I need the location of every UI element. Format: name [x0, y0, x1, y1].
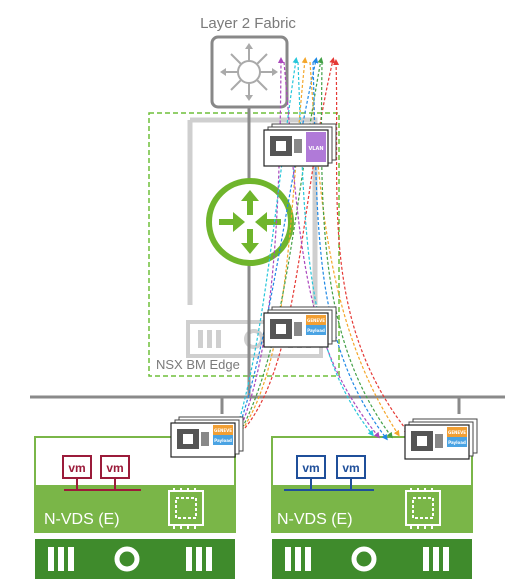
l2-switch-icon — [210, 35, 289, 109]
chip-icon — [168, 488, 204, 529]
host-1: vm vm N-VDS (E) — [34, 436, 236, 579]
flow-arrow — [237, 57, 284, 435]
flow-arrow — [312, 61, 388, 441]
vm-box: vm — [336, 455, 366, 479]
nic-card-geneve: GENEVE Payload — [263, 306, 337, 348]
nic-card-vlan: VLAN — [263, 123, 337, 167]
geneve-tag — [306, 315, 326, 325]
flow-arrow — [241, 57, 308, 431]
svg-text:vm: vm — [302, 461, 319, 475]
svg-text:Payload: Payload — [214, 438, 232, 443]
flow-arrow — [244, 57, 336, 429]
chip-icon — [405, 488, 441, 529]
fabric-label: Layer 2 Fabric — [200, 15, 296, 32]
svg-text:GENEVE: GENEVE — [214, 428, 232, 433]
flow-arrows — [233, 57, 410, 441]
svg-text:vm: vm — [68, 461, 85, 475]
flow-arrow — [333, 59, 410, 435]
host-1-nvds-label: N-VDS (E) — [44, 511, 120, 528]
vm-box: vm — [296, 455, 326, 479]
flow-arrow — [233, 57, 299, 439]
vm-box: vm — [62, 455, 92, 479]
svg-text:Payload: Payload — [307, 328, 325, 333]
svg-text:GENEVE: GENEVE — [307, 318, 325, 323]
svg-text:Payload: Payload — [448, 440, 466, 445]
host-1-server — [35, 539, 235, 579]
router-icon — [206, 178, 294, 266]
edge-label: NSX BM Edge — [156, 357, 240, 372]
flow-arrow — [320, 61, 393, 439]
payload-tag — [306, 325, 326, 335]
nic-card-host-2: GENEVE Payload — [404, 418, 478, 460]
flow-arrow — [309, 61, 400, 437]
host-2: vm vm N-VDS (E) — [271, 436, 473, 579]
vlan-tag — [306, 132, 326, 162]
svg-text:GENEVE: GENEVE — [448, 430, 466, 435]
flow-arrow — [235, 57, 319, 437]
svg-text:vm: vm — [342, 461, 359, 475]
svg-text:VLAN: VLAN — [308, 146, 323, 152]
svg-text:vm: vm — [106, 461, 123, 475]
vm-box: vm — [100, 455, 130, 479]
host-2-server — [272, 539, 472, 579]
nic-card-host-1: GENEVE Payload — [170, 416, 244, 458]
flow-arrow — [239, 57, 324, 433]
host-2-nvds-label: N-VDS (E) — [277, 511, 353, 528]
